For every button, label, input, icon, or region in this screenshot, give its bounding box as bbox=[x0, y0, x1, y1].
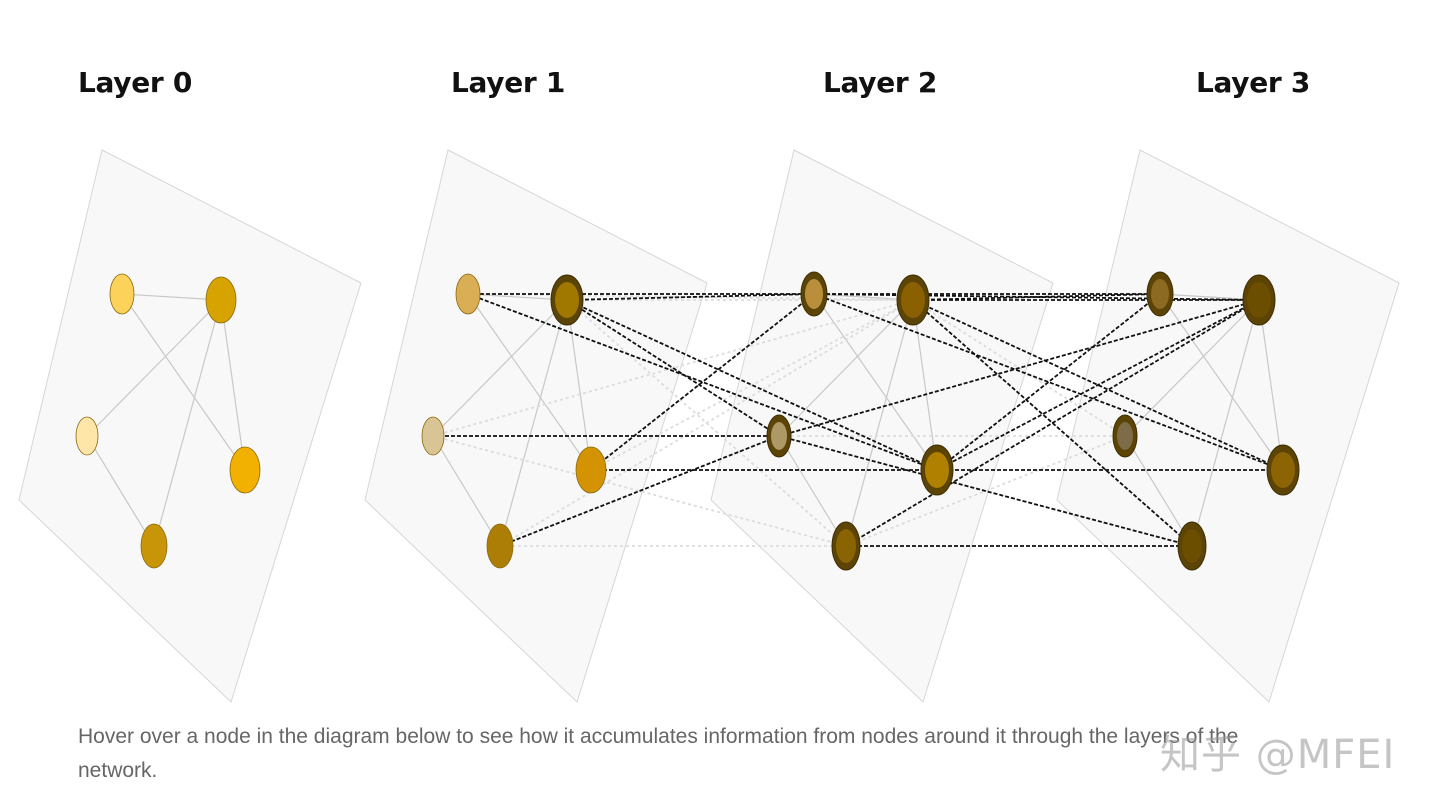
node-e-layer-0[interactable] bbox=[140, 523, 168, 569]
layer-panel-2 bbox=[710, 149, 1054, 703]
node-d-layer-3[interactable] bbox=[1266, 444, 1300, 496]
layer-panel-1 bbox=[364, 149, 708, 703]
node-b-layer-1[interactable] bbox=[550, 274, 584, 326]
edge-b-e-layer-0 bbox=[153, 299, 222, 547]
aggregation-edge-b-e-l2-l3 bbox=[912, 299, 1193, 547]
edge-a-d-layer-3 bbox=[1159, 293, 1284, 471]
node-a-layer-0[interactable] bbox=[109, 273, 135, 315]
edge-b-d-layer-1 bbox=[566, 299, 592, 471]
node-e-layer-2[interactable] bbox=[831, 521, 861, 571]
edge-b-c-layer-3 bbox=[1124, 299, 1260, 437]
layer-panel-3 bbox=[1056, 149, 1400, 703]
aggregation-edge-d-a-l1-l2 bbox=[590, 293, 815, 471]
node-d-layer-2[interactable] bbox=[920, 444, 954, 496]
edge-b-d-layer-2 bbox=[912, 299, 938, 471]
layer-panel-0 bbox=[18, 149, 362, 703]
edge-b-e-layer-1 bbox=[499, 299, 568, 547]
edge-c-e-layer-2 bbox=[778, 435, 847, 547]
aggregation-edge-b-d-l2-l3 bbox=[912, 299, 1284, 471]
layer-title-0: Layer 0 bbox=[78, 66, 193, 99]
edge-a-b-layer-1 bbox=[467, 293, 568, 301]
edge-a-d-layer-2 bbox=[813, 293, 938, 471]
layer-title-2: Layer 2 bbox=[823, 66, 938, 99]
aggregation-edge-a-d-l1-l2 bbox=[467, 293, 938, 471]
edge-a-b-layer-0 bbox=[121, 293, 222, 301]
node-a-layer-3[interactable] bbox=[1146, 271, 1174, 317]
aggregation-edge-d-b-l2-l3 bbox=[936, 299, 1260, 471]
aggregation-edge-a-b-l2-l3 bbox=[813, 293, 1260, 301]
edge-b-e-layer-2 bbox=[845, 299, 914, 547]
aggregation-edge-a-d-l2-l3 bbox=[813, 293, 1284, 471]
edge-b-d-layer-3 bbox=[1258, 299, 1284, 471]
aggregation-edge-b-e-l1-l2 bbox=[566, 299, 847, 547]
edge-c-e-layer-3 bbox=[1124, 435, 1193, 547]
edge-c-e-layer-1 bbox=[432, 435, 501, 547]
aggregation-edge-e-c-l1-l2 bbox=[499, 435, 780, 547]
watermark: 知乎 @MFEI bbox=[1160, 732, 1396, 778]
edge-b-e-layer-3 bbox=[1191, 299, 1260, 547]
aggregation-edge-d-b-l1-l2 bbox=[590, 299, 914, 471]
layer-title-3: Layer 3 bbox=[1196, 66, 1311, 99]
aggregation-edge-c-b-l2-l3 bbox=[778, 299, 1260, 437]
edge-b-d-layer-0 bbox=[220, 299, 246, 471]
aggregation-edge-e-b-l1-l2 bbox=[499, 299, 914, 547]
edge-c-e-layer-0 bbox=[86, 435, 155, 547]
aggregation-edge-d-a-l2-l3 bbox=[936, 293, 1161, 471]
node-c-layer-0[interactable] bbox=[75, 416, 99, 456]
node-c-layer-2[interactable] bbox=[766, 414, 792, 458]
edge-a-d-layer-0 bbox=[121, 293, 246, 471]
node-e-layer-3[interactable] bbox=[1177, 521, 1207, 571]
caption-text: Hover over a node in the diagram below t… bbox=[78, 725, 1239, 782]
node-d-layer-0[interactable] bbox=[229, 446, 261, 494]
node-d-layer-1[interactable] bbox=[575, 446, 607, 494]
node-b-layer-2[interactable] bbox=[896, 274, 930, 326]
aggregation-edge-c-e-l1-l2 bbox=[432, 435, 847, 547]
node-a-layer-2[interactable] bbox=[800, 271, 828, 317]
node-b-layer-0[interactable] bbox=[205, 276, 237, 324]
aggregation-edge-c-b-l1-l2 bbox=[432, 299, 914, 437]
aggregation-edge-b-a-l1-l2 bbox=[566, 293, 815, 301]
edge-a-d-layer-1 bbox=[467, 293, 592, 471]
node-b-layer-3[interactable] bbox=[1242, 274, 1276, 326]
aggregation-edge-c-e-l2-l3 bbox=[778, 435, 1193, 547]
edge-b-c-layer-0 bbox=[86, 299, 222, 437]
node-a-layer-1[interactable] bbox=[455, 273, 481, 315]
layer-title-1: Layer 1 bbox=[451, 66, 566, 99]
node-c-layer-1[interactable] bbox=[421, 416, 445, 456]
aggregation-edge-b-d-l1-l2 bbox=[566, 299, 938, 471]
aggregation-edge-e-b-l2-l3 bbox=[845, 299, 1260, 547]
aggregation-edge-e-c-l2-l3 bbox=[845, 435, 1126, 547]
node-e-layer-1[interactable] bbox=[486, 523, 514, 569]
node-c-layer-3[interactable] bbox=[1112, 414, 1138, 458]
